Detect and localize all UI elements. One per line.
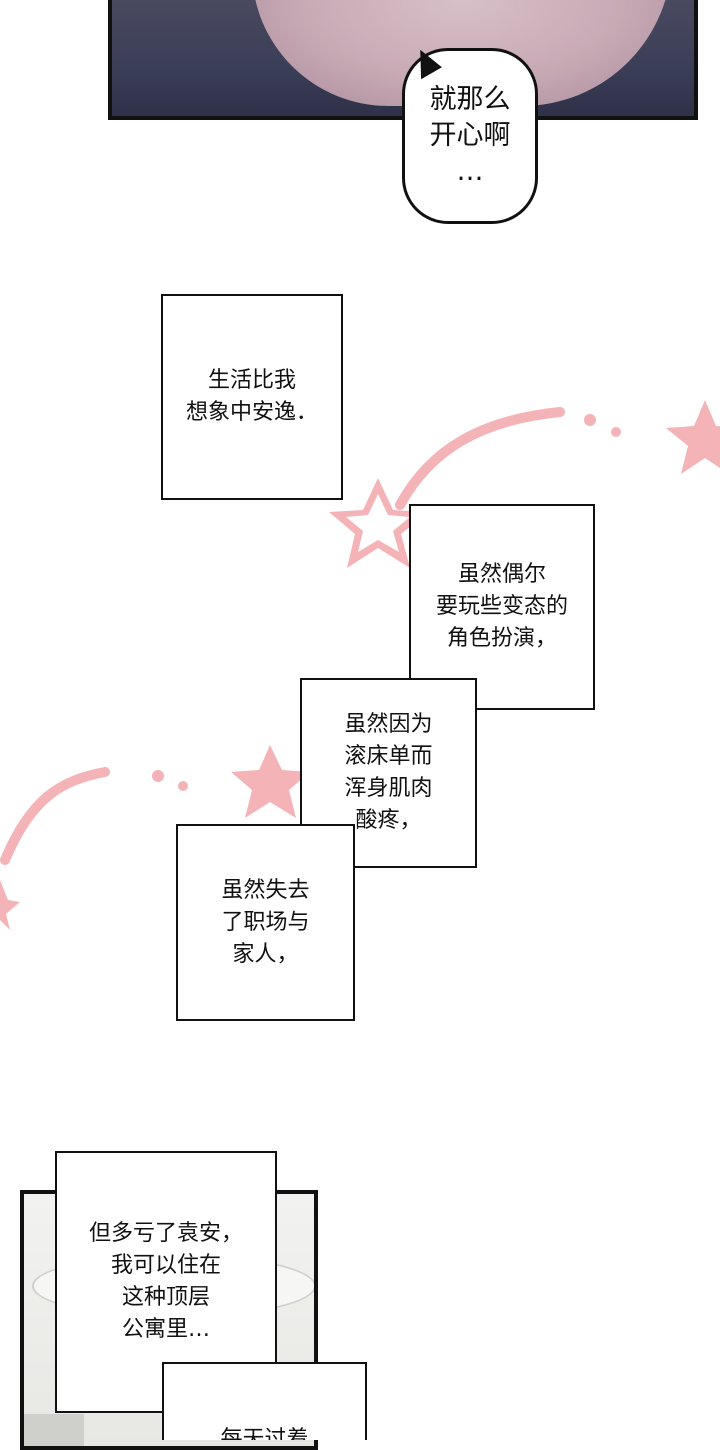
speech-line-3: … xyxy=(456,156,484,187)
caption-3-line-4: 酸疼， xyxy=(355,808,422,833)
caption-5-line-4: 公寓里… xyxy=(121,1317,210,1342)
caption-5-line-2: 我可以住在 xyxy=(110,1253,221,1278)
caption-2-line-3: 角色扮演， xyxy=(446,626,557,651)
caption-5-line-1: 但多亏了袁安， xyxy=(88,1221,243,1246)
caption-4-line-3: 家人， xyxy=(232,941,299,967)
trail-dot xyxy=(178,781,188,791)
caption-3-line-2: 滚床单而 xyxy=(344,744,433,769)
narration-box-2: 虽然偶尔 要玩些变态的 角色扮演， xyxy=(409,504,595,710)
floor-illustration xyxy=(24,1414,84,1446)
star-trail-upper xyxy=(395,407,565,510)
caption-4-line-1: 虽然失去 xyxy=(221,877,310,903)
caption-6-line-1: 每天过着 xyxy=(220,1427,309,1440)
star-shape xyxy=(231,745,310,818)
caption-3-line-1: 虽然因为 xyxy=(344,712,433,737)
star-trail-lower xyxy=(0,767,110,865)
caption-2-line-1: 虽然偶尔 xyxy=(457,562,546,587)
trail-dot xyxy=(611,427,621,437)
caption-1-line-2: 想象中安逸． xyxy=(185,400,318,425)
speech-bubble: 就那么 开心啊 … xyxy=(402,44,538,224)
caption-3-line-3: 浑身肌肉 xyxy=(344,776,433,801)
narration-box-1: 生活比我 想象中安逸． xyxy=(161,294,343,500)
narration-box-4: 虽然失去 了职场与 家人， xyxy=(176,824,355,1021)
caption-2-line-2: 要玩些变态的 xyxy=(435,594,568,619)
speech-line-2: 开心啊 xyxy=(429,120,511,151)
star-shape xyxy=(666,400,720,474)
trail-dot xyxy=(584,414,596,426)
caption-1-line-1: 生活比我 xyxy=(207,368,296,393)
star-shape xyxy=(0,880,20,930)
narration-box-6: 每天过着 xyxy=(162,1362,367,1440)
caption-5-line-3: 这种顶层 xyxy=(121,1285,210,1310)
caption-4-line-2: 了职场与 xyxy=(221,909,310,935)
trail-dot xyxy=(152,770,164,782)
speech-line-1: 就那么 xyxy=(429,84,511,115)
